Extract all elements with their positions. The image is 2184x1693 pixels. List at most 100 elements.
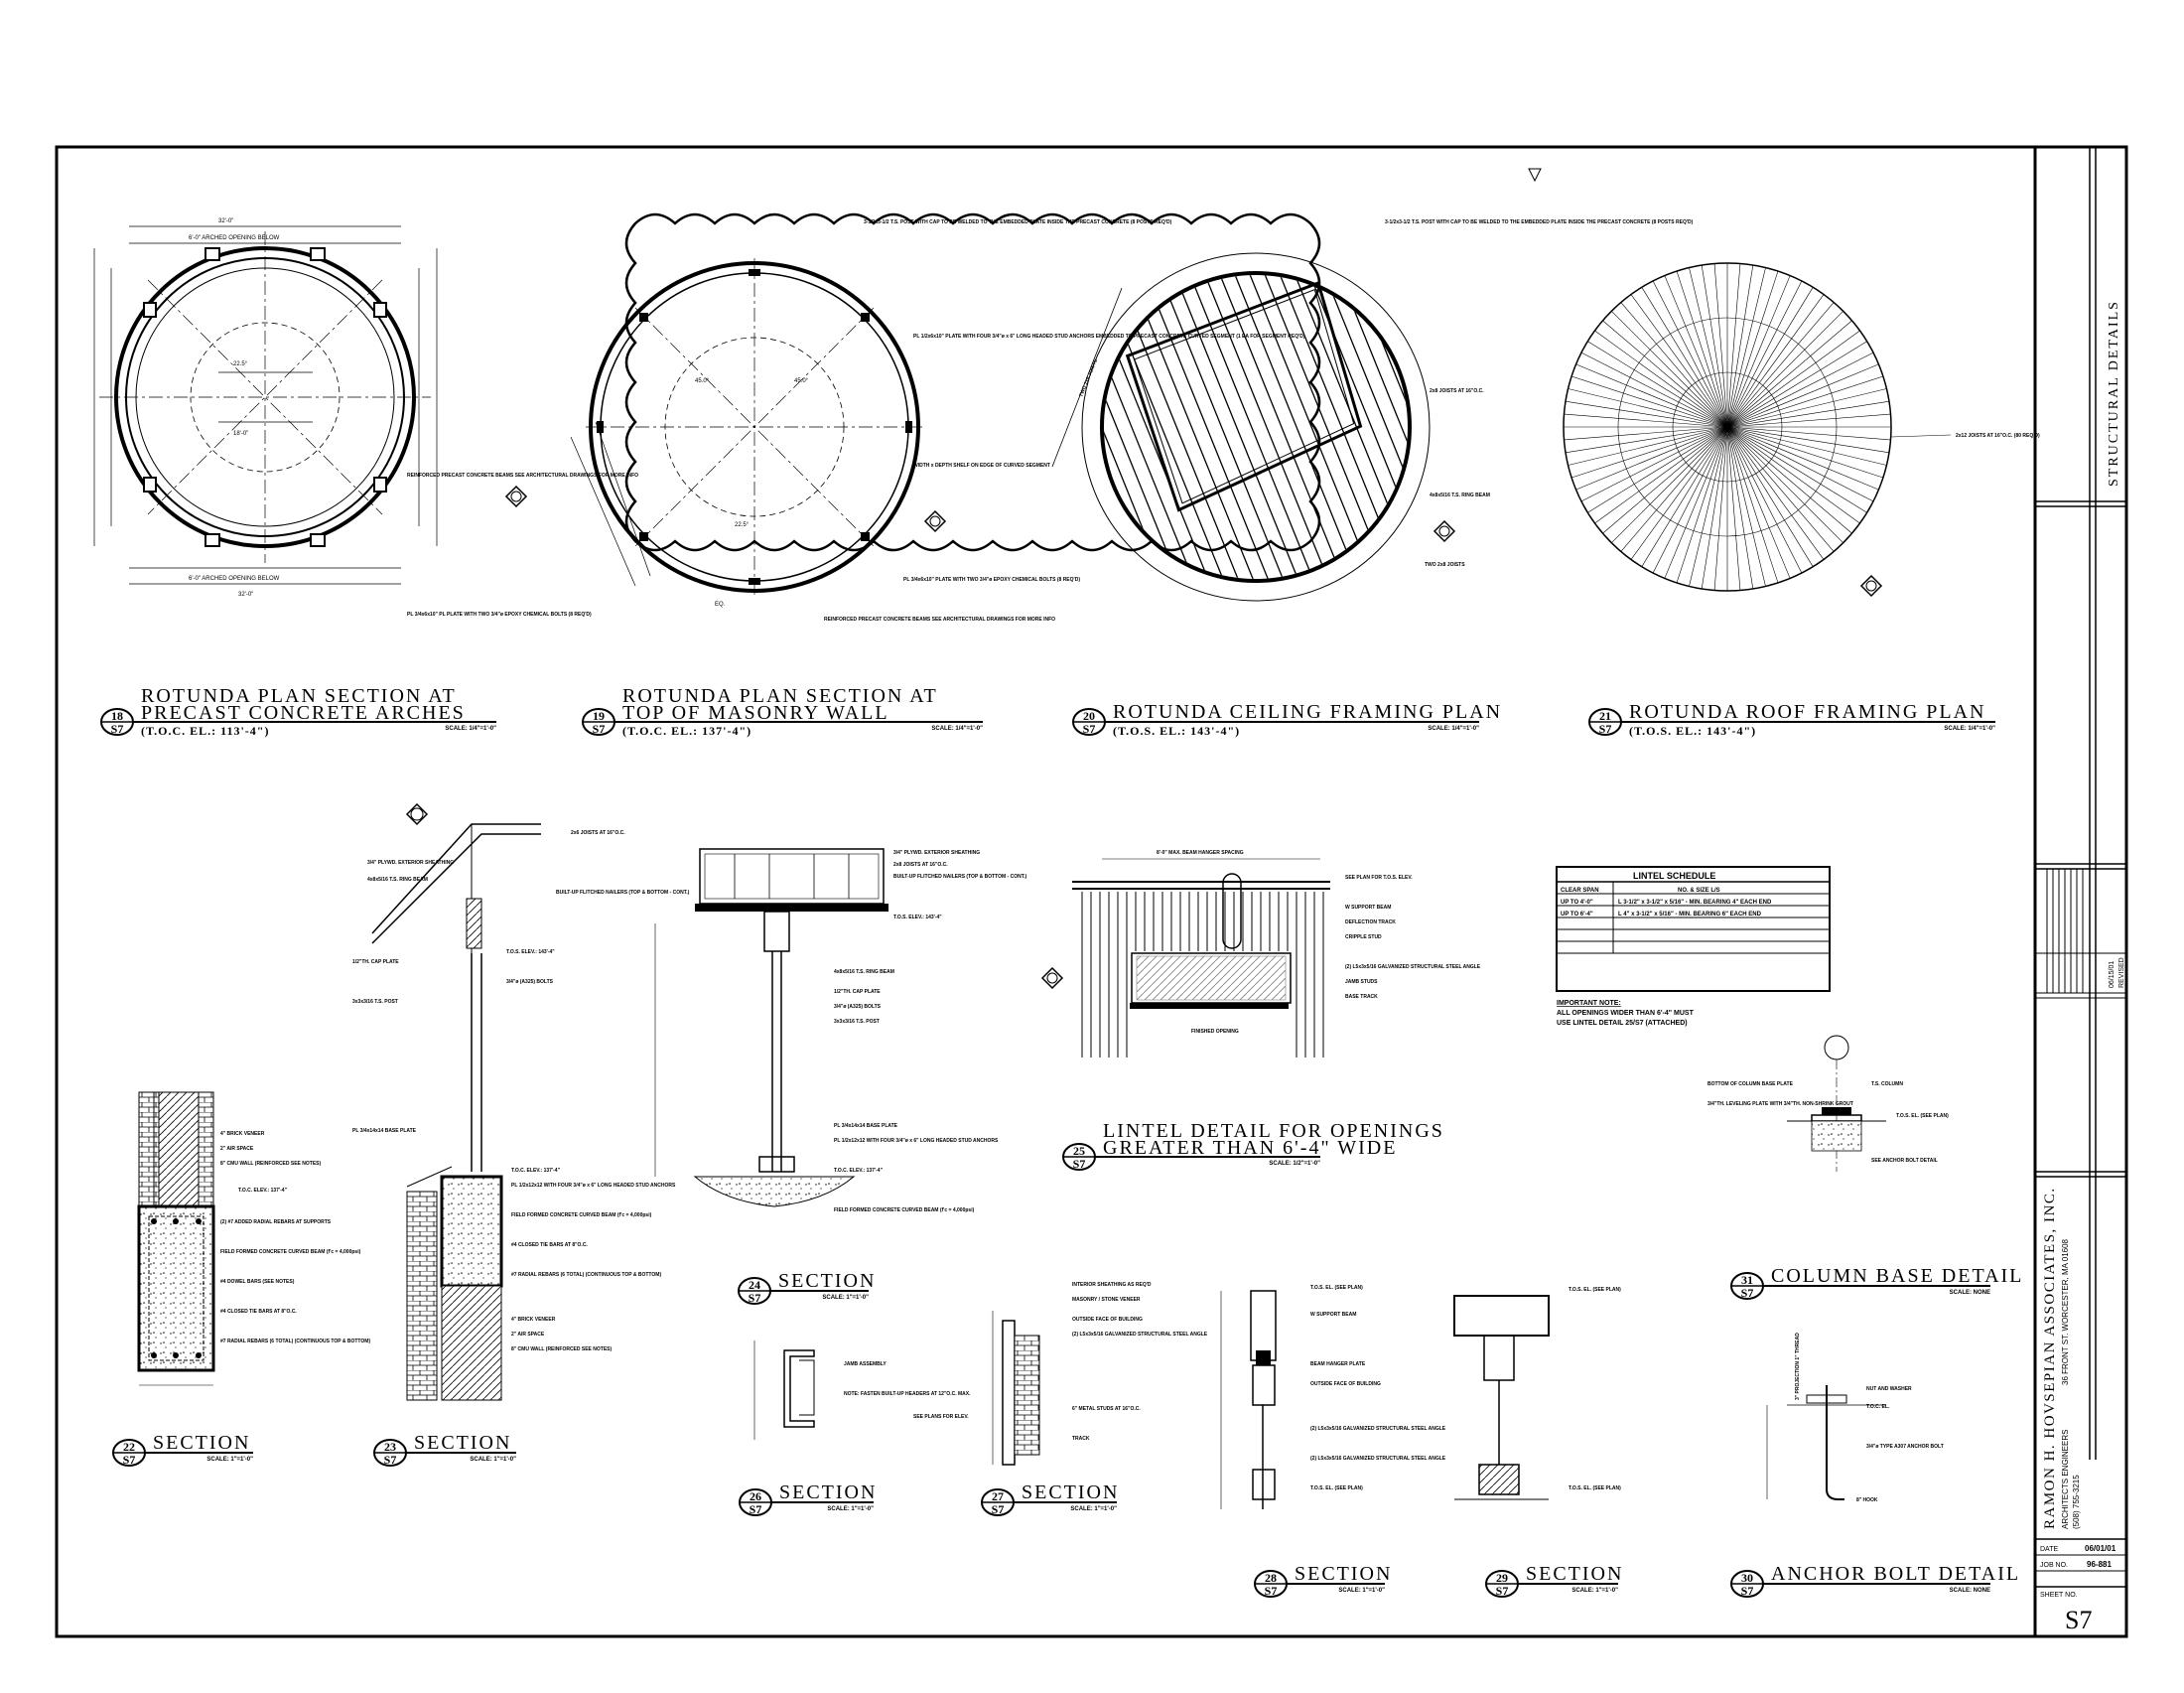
lintel-schedule: LINTEL SCHEDULE CLEAR SPAN NO. & SIZE L/… — [1556, 866, 1831, 1027]
roof-rafter — [1726, 267, 1766, 428]
job-label: JOB NO. — [2040, 1562, 2068, 1569]
lintel-h1: CLEAR SPAN — [1561, 888, 1599, 894]
roof-rafter — [1726, 426, 1843, 543]
lintel-h2: NO. & SIZE L/S — [1678, 888, 1720, 894]
d27-outside: OUTSIDE FACE OF BUILDING — [1072, 1317, 1143, 1323]
roof-rafter — [1726, 426, 1891, 441]
detail-title-line1: SECTION — [153, 1432, 250, 1454]
roof-rafter — [1726, 311, 1843, 428]
detail-25-drawing: 8'-0" MAX. BEAM HANGER SPACING SEE PLAN … — [1040, 850, 1481, 1058]
detail-scale: SCALE: 1/2"=1'-0" — [1269, 1161, 1320, 1167]
detail-title-line1: ANCHOR BOLT DETAIL — [1771, 1563, 2020, 1585]
detail-24-drawing: 3/4" PLYWD. EXTERIOR SHEATHING 2x8 JOIST… — [654, 848, 1027, 1213]
d18-dim-top: 32'-0" — [218, 218, 233, 224]
roof-rafter — [1726, 426, 1741, 591]
lintel-r2-span: UP TO 6'-4" — [1561, 912, 1593, 917]
roof-rafter — [1726, 363, 1879, 428]
roof-rafter — [1726, 263, 1741, 428]
roof-rafter — [1575, 363, 1728, 428]
d28-outside: OUTSIDE FACE OF BUILDING — [1310, 1381, 1381, 1387]
lintel-note-head: IMPORTANT NOTE: — [1557, 1000, 1621, 1007]
d27-see: SEE PLANS FOR ELEV. — [913, 1414, 969, 1420]
detail-elevation: (T.O.C. EL.: 113'-4") — [141, 724, 269, 738]
date-value: 06/01/01 — [2085, 1544, 2116, 1553]
detail-31-drawing: BOTTOM OF COLUMN BASE PLATE 3/4"TH. LEVE… — [1707, 1035, 1949, 1172]
d24-joists: 2x8 JOISTS AT 16"O.C. — [893, 862, 948, 868]
ceiling-joist — [1234, 275, 1400, 579]
d22-radial: (2) #7 ADDED RADIAL REBARS AT SUPPORTS — [220, 1219, 332, 1225]
detail-sheet-ref: S7 — [992, 1502, 1005, 1516]
ceiling-joist — [1311, 275, 1408, 575]
d31-bottom: BOTTOM OF COLUMN BASE PLATE — [1707, 1081, 1794, 1087]
d24-post: 3x3x3/16 T.S. POST — [834, 1019, 880, 1025]
d23-sheathing: 3/4" PLYWD. EXTERIOR SHEATHING — [367, 860, 454, 866]
detail-number: 27 — [992, 1489, 1004, 1503]
title-block: STRUCTURAL DETAILS 06/15/01 REVISED RAMO… — [2033, 147, 2126, 1636]
ceiling-joist — [1260, 275, 1408, 579]
detail-scale: SCALE: 1"=1'-0" — [822, 1295, 869, 1301]
roof-rafter — [1726, 426, 1803, 574]
d28-angle: (2) L5x3x5/16 GALVANIZED STRUCTURAL STEE… — [1310, 1426, 1446, 1432]
d23-rafters: 2x6 JOISTS AT 16"O.C. — [571, 830, 625, 836]
lintel-title: LINTEL SCHEDULE — [1633, 871, 1715, 881]
d22-field: FIELD FORMED CONCRETE CURVED BEAM (f'c =… — [220, 1249, 361, 1255]
detail-title-line1: ROTUNDA ROOF FRAMING PLAN — [1629, 701, 1985, 723]
detail-sheet-ref: S7 — [1083, 722, 1096, 736]
d27-angle: (2) L5x3x5/16 GALVANIZED STRUCTURAL STEE… — [1072, 1332, 1208, 1338]
d23-brick: 4" BRICK VENEER — [511, 1317, 556, 1323]
roof-rafter — [1726, 264, 1754, 428]
detail-27-drawing: INTERIOR SHEATHING AS REQ'D MASONRY / ST… — [913, 1282, 1208, 1466]
detail-21-drawing: 2x12 JOISTS AT 16"O.C. (80 REQ'D) — [1563, 262, 2040, 598]
roof-rafter — [1726, 375, 1884, 428]
roof-rafter — [1689, 267, 1728, 428]
d21-note: 2x12 JOISTS AT 16"O.C. (80 REQ'D) — [1956, 433, 2040, 439]
detail-number: 21 — [1599, 709, 1611, 723]
ceiling-joist — [1104, 275, 1232, 579]
d18-note-arch-bottom: 6'-0" ARCHED OPENING BELOW — [189, 576, 280, 582]
detail-sheet-ref: S7 — [1496, 1584, 1509, 1598]
d25-spacing: 8'-0" MAX. BEAM HANGER SPACING — [1157, 850, 1244, 856]
roof-rafter — [1726, 400, 1890, 428]
lintel-r1-span: UP TO 4'-0" — [1561, 900, 1593, 906]
detail-elevation: (T.O.S. EL.: 143'-4") — [1629, 724, 1756, 738]
ceiling-joist — [1182, 275, 1348, 579]
detail-number: 22 — [123, 1440, 135, 1454]
d31-tos: T.O.S. EL. (SEE PLAN) — [1896, 1113, 1949, 1119]
d22-cmu: 8" CMU WALL (REINFORCED SEE NOTES) — [220, 1161, 322, 1167]
d29-tos: T.O.S. EL. (SEE PLAN) — [1569, 1287, 1621, 1293]
detail-scale: SCALE: 1/4"=1'-0" — [445, 726, 496, 732]
d18-note-precast: REINFORCED PRECAST CONCRETE BEAMS SEE AR… — [407, 473, 638, 479]
d24-built: BUILT-UP FLITCHED NAILERS (TOP & BOTTOM … — [893, 874, 1027, 880]
roof-rafter — [1726, 426, 1887, 466]
sheet-border — [55, 145, 2128, 1638]
detail-sheet-ref: S7 — [1599, 722, 1612, 736]
d20-note-post: 3-1/2x3-1/2 T.S. POST WITH CAP TO BE WEL… — [1385, 219, 1694, 225]
ceiling-joist — [1208, 275, 1374, 579]
roof-rafter — [1611, 311, 1728, 428]
detail-scale: SCALE: 1"=1'-0" — [1338, 1588, 1385, 1594]
d28-tos: T.O.S. EL. (SEE PLAN) — [1310, 1285, 1363, 1291]
d27-studs: 6" METAL STUDS AT 16"O.C. — [1072, 1406, 1141, 1412]
detail-elevation: (T.O.C. EL.: 137'-4") — [622, 724, 751, 738]
firm-phone: (508) 755-3215 — [2072, 1475, 2081, 1529]
roof-rafter — [1611, 426, 1728, 543]
roof-rafter — [1726, 320, 1852, 428]
d22-dowel: #4 DOWEL BARS (SEE NOTES) — [220, 1279, 295, 1285]
sheet-title: STRUCTURAL DETAILS — [2107, 300, 2121, 487]
d25-base: BASE TRACK — [1345, 994, 1378, 1000]
firm-sub: ARCHITECTS ENGINEERS — [2061, 1430, 2070, 1529]
lintel-r1-size: L 3-1/2" x 3-1/2" x 5/16" - MIN. BEARING… — [1618, 900, 1772, 906]
detail-number: 26 — [750, 1489, 761, 1503]
roof-rafter — [1580, 426, 1728, 502]
date-label: DATE — [2040, 1546, 2058, 1553]
d23-air: 2" AIR SPACE — [511, 1332, 545, 1338]
detail-title-line2: GREATER THAN 6'-4" WIDE — [1103, 1137, 1397, 1159]
detail-sheet-ref: S7 — [384, 1453, 397, 1467]
d20-note-two: TWO 2x8 JOISTS — [1425, 562, 1465, 568]
ceiling-joist — [1104, 275, 1219, 579]
